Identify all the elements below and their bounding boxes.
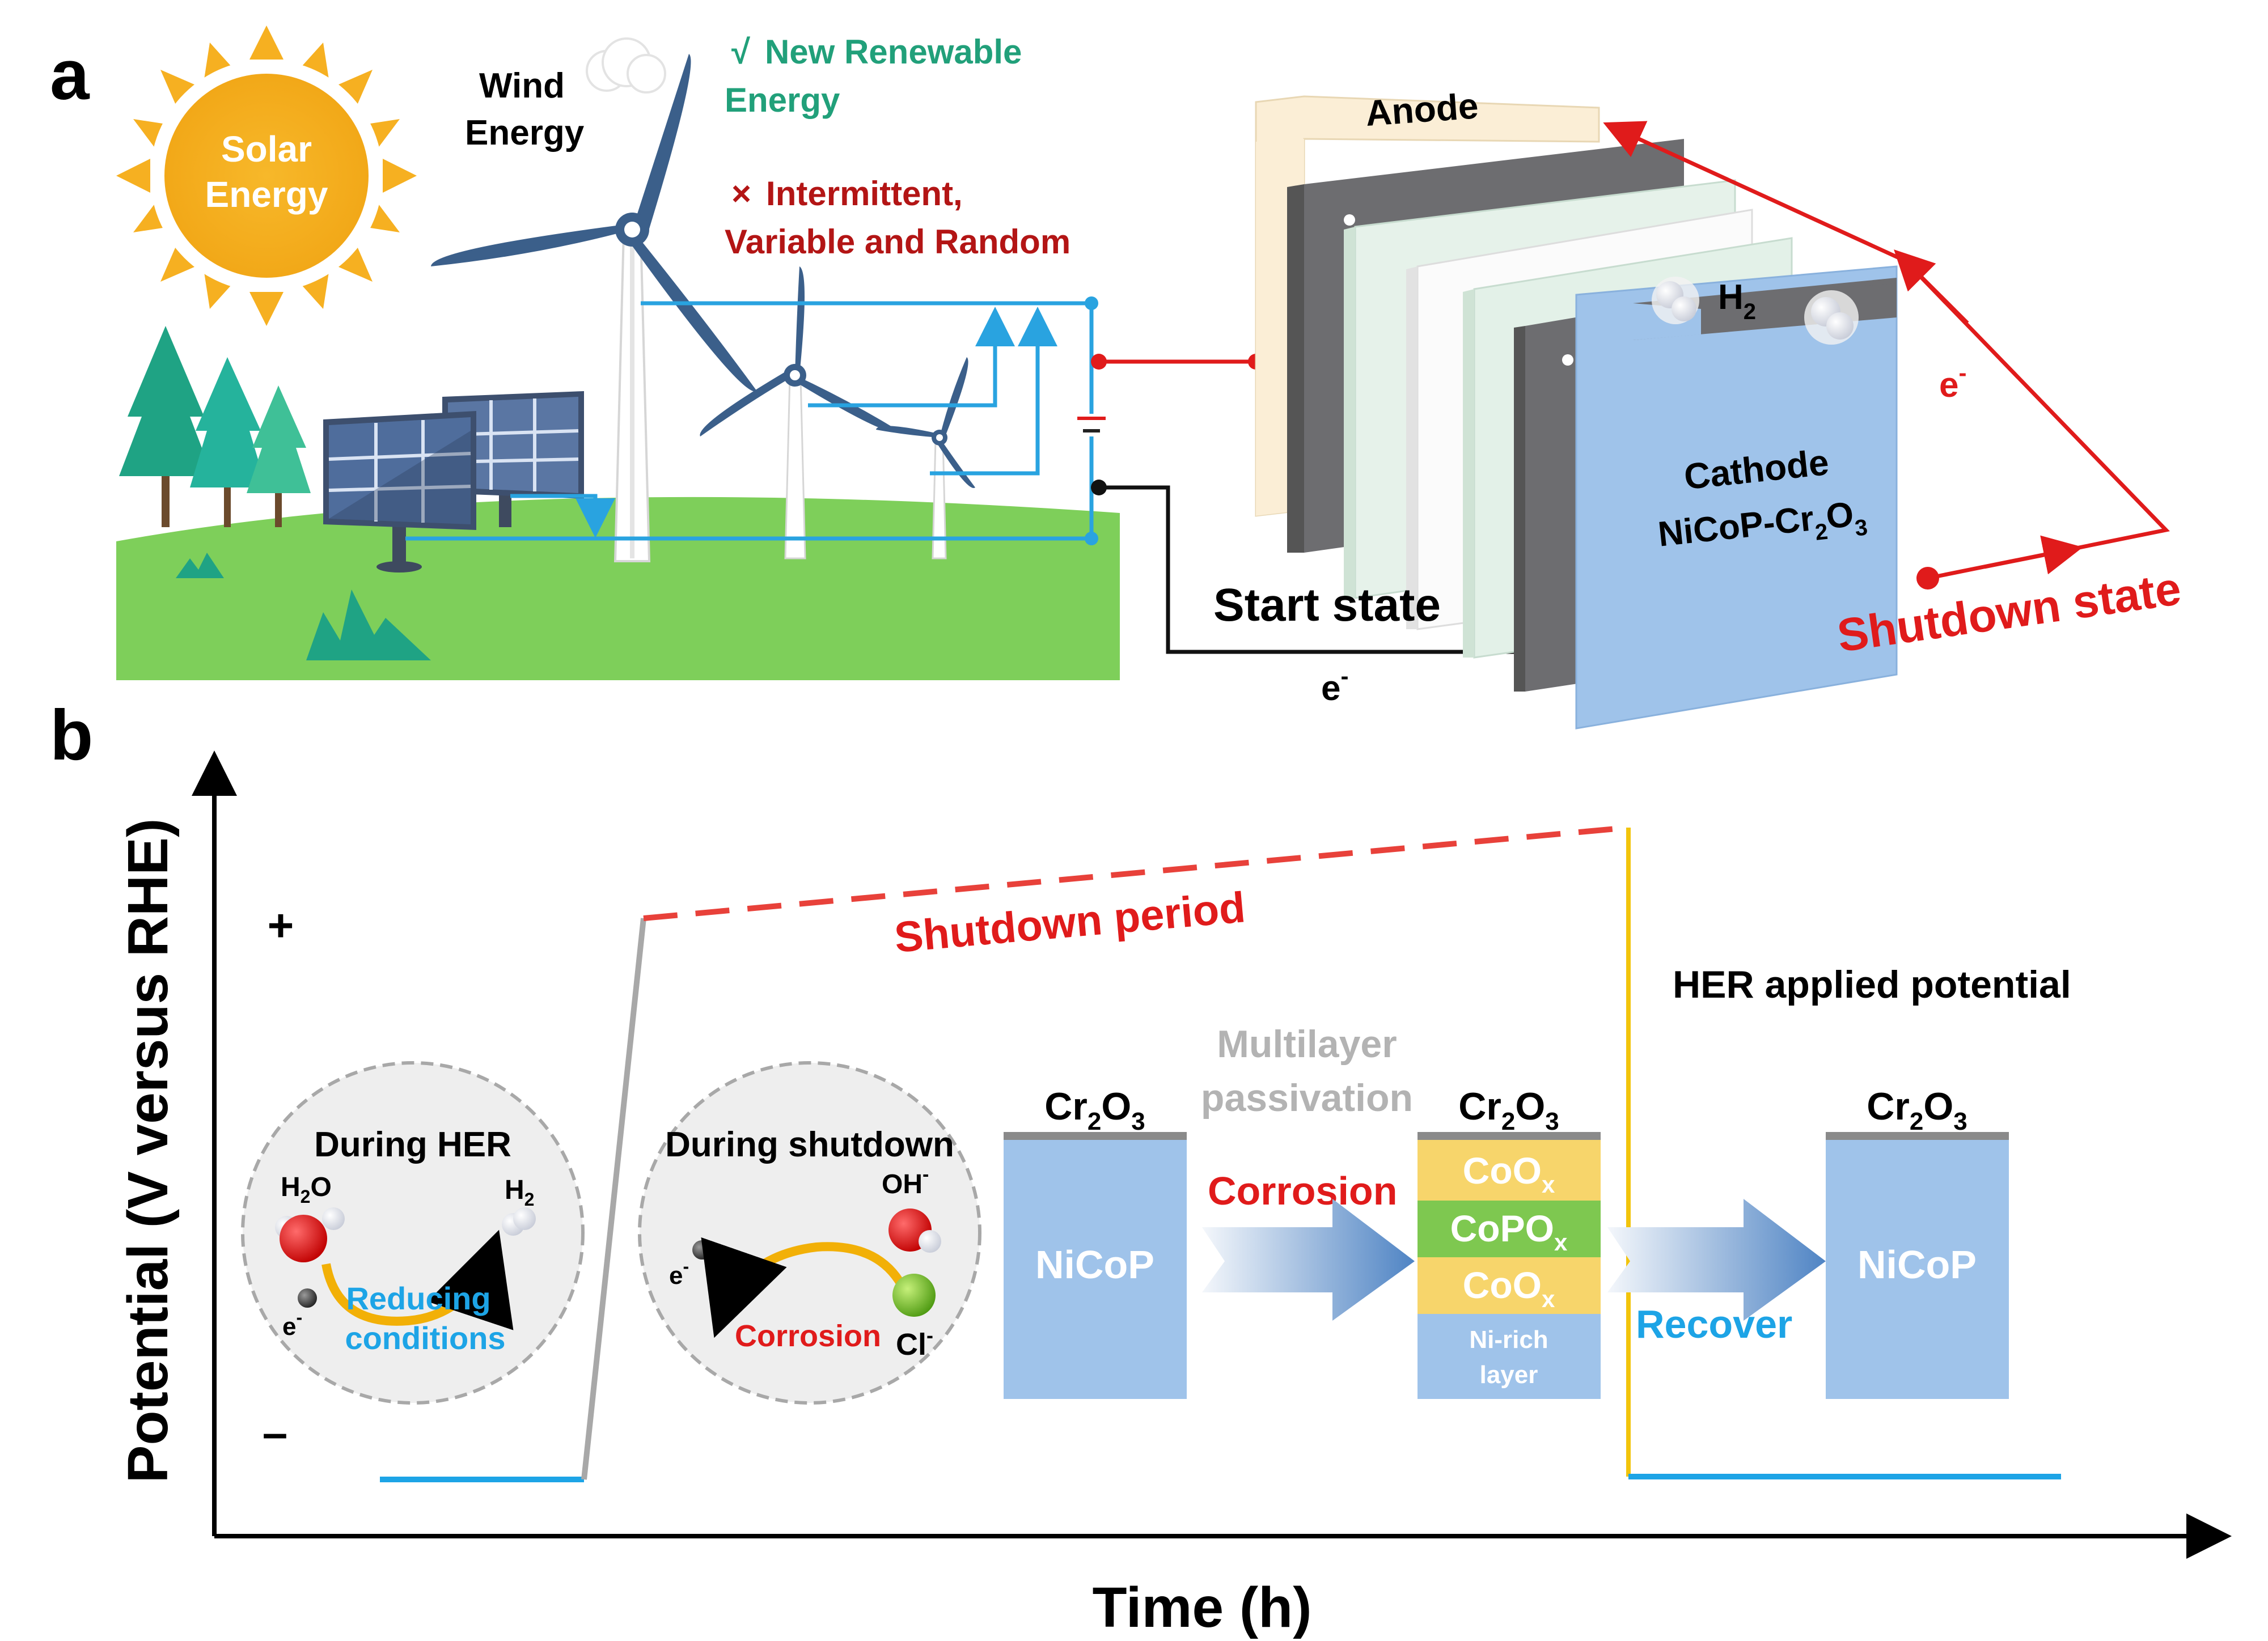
bush-icon xyxy=(306,590,431,660)
electron-label-bottom: e- xyxy=(1321,663,1348,708)
recover-big-arrow xyxy=(1607,1199,1826,1321)
anode-label: Anode xyxy=(1364,85,1480,134)
nicop-label: NiCoP xyxy=(1857,1243,1977,1287)
wire-node xyxy=(1085,532,1098,545)
electrolyzer-stack xyxy=(1255,95,1898,730)
shutdown-circuit-arrow xyxy=(1984,535,2083,575)
electron-icon xyxy=(298,1288,317,1308)
panel-a-label: a xyxy=(50,36,90,115)
oh-label: OH- xyxy=(882,1164,929,1199)
nicop-block-initial xyxy=(1004,1132,1187,1399)
chloride-icon xyxy=(892,1274,936,1317)
y-axis-label: Potential (V versus RHE) xyxy=(116,819,180,1483)
black-wire xyxy=(1099,485,1584,672)
ramp-line xyxy=(581,918,646,1480)
x-axis-label: Time (h) xyxy=(1092,1576,1311,1639)
cr2o3-label: Cr2O3 xyxy=(1867,1085,1967,1135)
corrosion-arrow-icon xyxy=(701,1237,917,1338)
wind-label-2: Energy xyxy=(465,113,585,152)
shutdown-circuit-arrow xyxy=(1894,249,1969,325)
conditions-label: conditions xyxy=(345,1320,505,1356)
corrosion-label: Corrosion xyxy=(1208,1169,1397,1213)
bush-icon xyxy=(176,553,224,578)
solar-label-2: Energy xyxy=(205,174,328,215)
corrosion-label-circle: Corrosion xyxy=(735,1319,881,1353)
during-shutdown-title: During shutdown xyxy=(665,1125,954,1164)
electron-icon xyxy=(692,1240,712,1260)
solar-label-1: Solar xyxy=(221,129,312,169)
layer-label: layer xyxy=(1480,1361,1538,1389)
recover-label: Recover xyxy=(1636,1302,1792,1346)
passivation-layers-block xyxy=(1417,1132,1601,1399)
coox-label: CoOx xyxy=(1463,1264,1555,1312)
reducing-label: Reducing xyxy=(346,1280,490,1316)
sun-icon xyxy=(116,26,417,326)
reduction-arrow-icon xyxy=(321,1229,514,1330)
panel-a: a xyxy=(50,26,2184,730)
cr2o3-label: Cr2O3 xyxy=(1458,1085,1559,1135)
wire-node xyxy=(1085,296,1098,310)
shutdown-dashed-line xyxy=(643,825,1629,921)
nicop-label: NiCoP xyxy=(1035,1243,1154,1287)
start-state-label: Start state xyxy=(1213,579,1441,631)
electron-label-right: e- xyxy=(1939,359,1966,405)
h2-molecule-icon xyxy=(502,1207,536,1236)
panel-b-label: b xyxy=(50,696,93,775)
h2-label-circle: H2 xyxy=(505,1175,534,1210)
wind-turbine-icon xyxy=(876,357,975,559)
copox-label: CoPOx xyxy=(1450,1207,1568,1256)
water-molecule-icon xyxy=(275,1207,345,1262)
tree-icon xyxy=(119,326,311,527)
passivation-label: passivation xyxy=(1201,1076,1413,1120)
during-her-title: During HER xyxy=(314,1125,511,1164)
h2o-label: H2O xyxy=(281,1172,332,1207)
cr2o3-label: Cr2O3 xyxy=(1044,1085,1145,1135)
electron-label-circle2: e- xyxy=(669,1256,689,1290)
wind-label-1: Wind xyxy=(479,66,565,105)
ni-rich-label: Ni-rich xyxy=(1469,1326,1548,1354)
corrosion-big-arrow xyxy=(1202,1199,1415,1321)
h2-bubble-icon xyxy=(1652,277,1859,345)
multilayer-label: Multilayer xyxy=(1217,1023,1397,1066)
her-applied-label: HER applied potential xyxy=(1673,963,2071,1006)
minus-label: – xyxy=(263,1407,288,1458)
h2-label: H2 xyxy=(1718,278,1756,324)
cl-label: Cl- xyxy=(896,1324,933,1362)
plus-label: + xyxy=(268,900,294,951)
coox-label: CoOx xyxy=(1463,1150,1555,1198)
nicop-block-recovered xyxy=(1826,1132,2009,1399)
shutdown-period-label: Shutdown period xyxy=(892,883,1247,962)
new-renewable-label-2: Energy xyxy=(725,81,840,119)
cloud-icon xyxy=(586,37,666,94)
intermittent-label: ×Intermittent, xyxy=(731,175,963,213)
solar-panel-icon xyxy=(323,391,584,573)
wind-turbine-icon xyxy=(431,54,757,562)
hydroxide-icon xyxy=(888,1209,941,1253)
new-renewable-label: √New Renewable xyxy=(731,33,1022,71)
electron-label-circle1: e- xyxy=(282,1307,302,1341)
panel-b: b Potential (V versus RHE) Time (h) + – … xyxy=(50,696,2232,1639)
intermittent-label-2: Variable and Random xyxy=(725,223,1070,261)
wire-node xyxy=(1916,567,1939,590)
